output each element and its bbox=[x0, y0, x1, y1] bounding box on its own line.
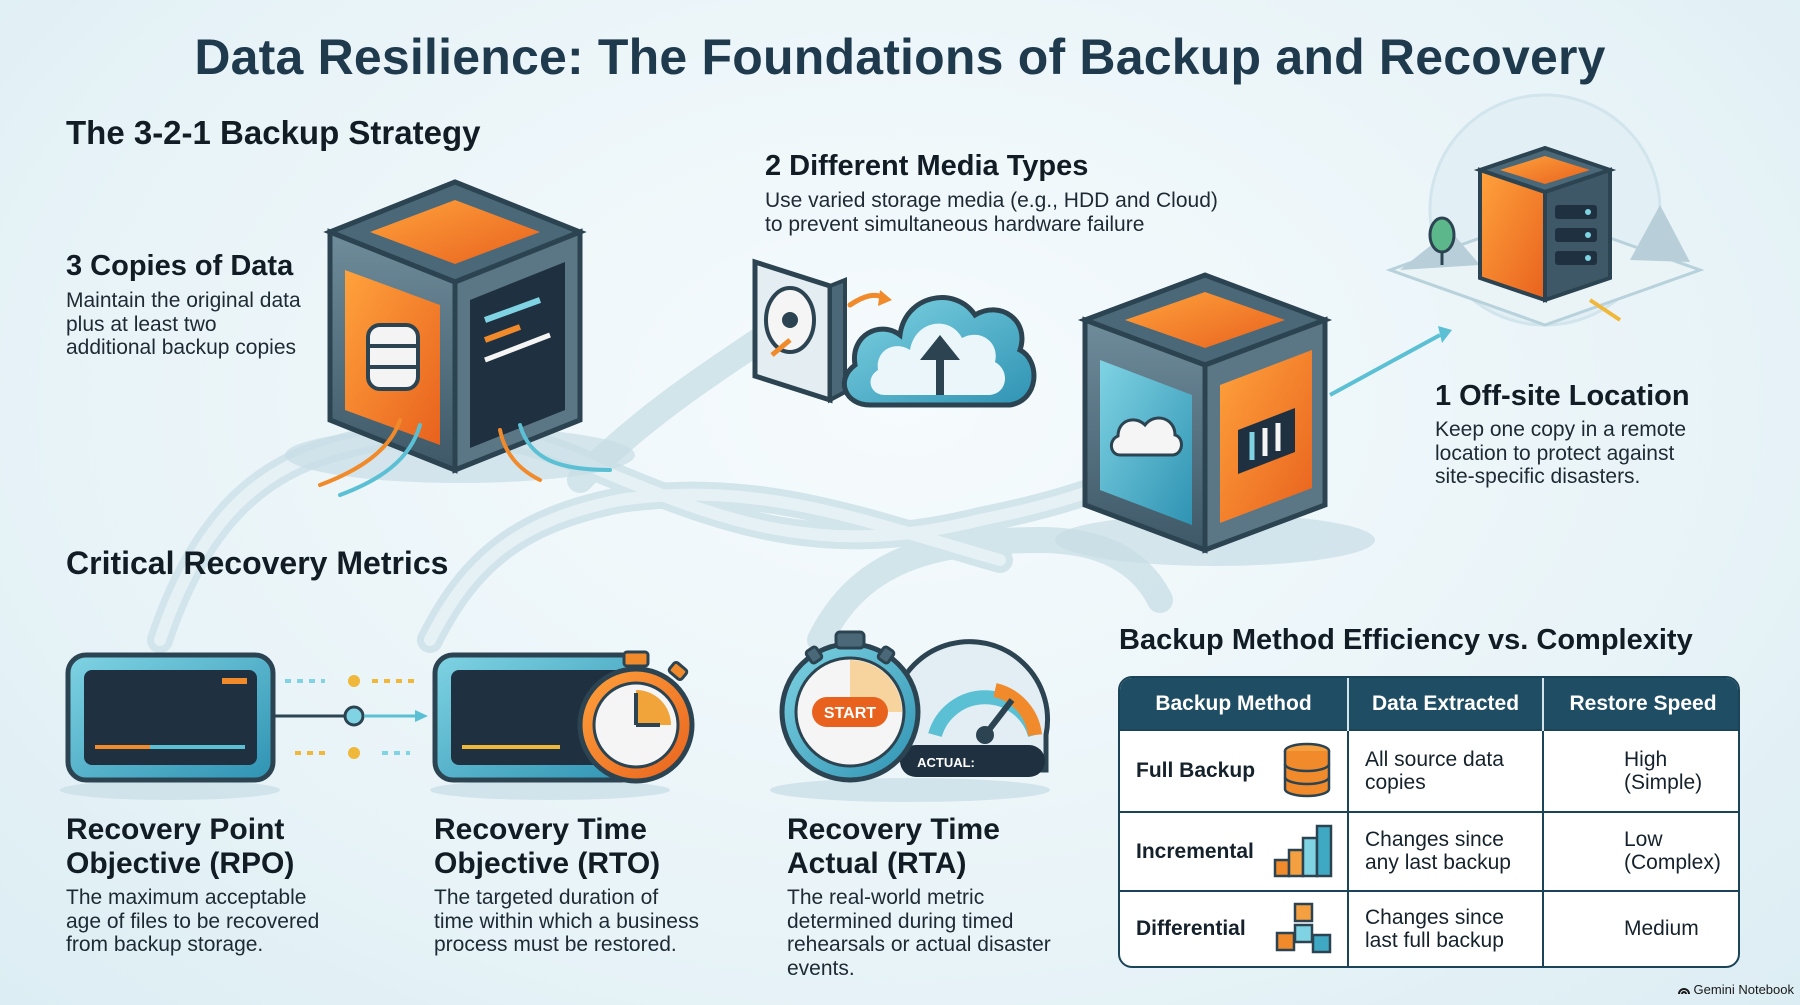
backup-method-table: Backup Method Data Extracted Restore Spe… bbox=[1118, 676, 1740, 968]
rta-desc: The real-world metric determined during … bbox=[787, 886, 1051, 980]
database-vault-cube-icon bbox=[285, 179, 635, 483]
offsite-title: 1 Off-site Location bbox=[1435, 380, 1690, 412]
database-stack-icon bbox=[1283, 742, 1331, 798]
page-title: Data Resilience: The Foundations of Back… bbox=[194, 29, 1606, 85]
table-row: Differential Changes since last full bac… bbox=[1120, 889, 1738, 966]
copies-desc: Maintain the original data plus at least… bbox=[66, 289, 301, 360]
cloud-vault-cube-icon bbox=[1055, 272, 1375, 566]
column-header-speed: Restore Speed bbox=[1543, 678, 1738, 730]
table-header-row: Backup Method Data Extracted Restore Spe… bbox=[1120, 678, 1738, 730]
rta-title: Recovery Time Actual (RTA) bbox=[787, 813, 1000, 880]
method-name: Full Backup bbox=[1136, 759, 1256, 783]
gauge-label: ACTUAL: bbox=[917, 755, 975, 770]
rto-title: Recovery Time Objective (RTO) bbox=[434, 813, 661, 880]
table-row: Incremental Changes since any last backu… bbox=[1120, 810, 1738, 891]
method-name: Incremental bbox=[1136, 839, 1254, 863]
growing-blocks-icon bbox=[1273, 825, 1333, 878]
cloud-upload-icon bbox=[841, 295, 1037, 408]
column-header-method: Backup Method bbox=[1120, 678, 1349, 730]
copies-title: 3 Copies of Data bbox=[66, 250, 294, 282]
cube-cluster-icon bbox=[1275, 902, 1332, 954]
arrow-head-icon bbox=[878, 290, 892, 306]
cube-cables bbox=[318, 418, 612, 497]
watermark: Gemini Notebook bbox=[1677, 982, 1794, 997]
notebook-logo-icon bbox=[1677, 987, 1690, 994]
timeline-connector bbox=[273, 675, 428, 759]
hard-drive-icon bbox=[752, 258, 847, 404]
offsite-desc: Keep one copy in a remote location to pr… bbox=[1435, 418, 1686, 489]
method-name: Differential bbox=[1136, 917, 1246, 941]
rto-monitor-clock-icon bbox=[430, 650, 695, 800]
rpo-desc: The maximum acceptable age of files to b… bbox=[66, 886, 320, 957]
table-heading: Backup Method Efficiency vs. Complexity bbox=[1119, 624, 1693, 656]
metrics-heading: Critical Recovery Metrics bbox=[66, 545, 449, 581]
stopwatch-label: START bbox=[824, 705, 876, 722]
column-header-extracted: Data Extracted bbox=[1348, 678, 1544, 730]
rpo-monitor-icon bbox=[60, 652, 280, 800]
media-title: 2 Different Media Types bbox=[765, 150, 1089, 182]
strategy-heading: The 3-2-1 Backup Strategy bbox=[66, 114, 481, 151]
offsite-arrow-head-icon bbox=[1438, 326, 1452, 343]
table-row: Full Backup All source data copies Hi bbox=[1120, 729, 1738, 812]
rpo-title: Recovery Point Objective (RPO) bbox=[66, 813, 295, 880]
offsite-server-icon bbox=[1385, 93, 1705, 327]
offsite-arrow-line bbox=[1329, 333, 1441, 397]
rto-desc: The targeted duration of time within whi… bbox=[434, 886, 699, 957]
media-desc: Use varied storage media (e.g., HDD and … bbox=[765, 189, 1218, 236]
rta-stopwatch-gauge-icon bbox=[770, 630, 1051, 802]
